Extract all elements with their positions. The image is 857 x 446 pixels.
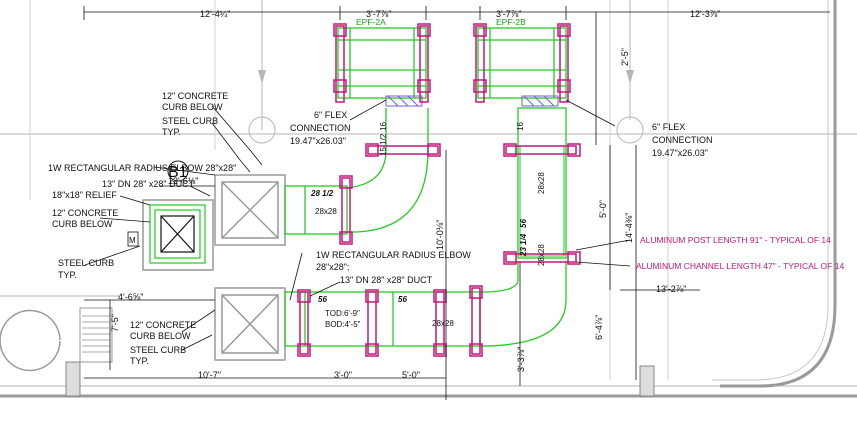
flex-left-3: 19.47"x26.03" [290,136,346,146]
dim-6-4: 6'-4⅞" [594,315,604,340]
flex-right-3: 19.47"x26.03" [652,148,708,158]
duct-56-a: 56 [318,295,327,304]
dim-epf-2a: 3'-7⅞" [366,9,391,19]
duct-28x28-a: 28x28 [315,207,337,216]
epf-2a-tag: EPF-2A [356,17,386,27]
tod-label: TOD:6'-9" [325,309,360,318]
labels: 12'-4¼" 3'-7⅞" 3'-7⅞" 12'-3⅞" EPF-2A EPF… [48,9,844,380]
flex-right-1: 6" FLEX [652,122,685,132]
curb-note-4: TYP. [162,127,181,137]
curb-bot-4: TYP. [130,356,149,366]
dim-right-2-5: 2'-5" [620,48,630,66]
duct-56-b: 56 [398,295,407,304]
flex-right-2: CONNECTION [652,135,713,145]
steel-mid-1: STEEL CURB [58,258,114,268]
steel-mid-2: TYP. [58,270,77,280]
curb-mid-1: 12" CONCRETE [52,208,118,218]
duct-23-14: 23 1/4 [519,233,528,257]
duct-16-left: 16 [379,122,388,131]
grid-tag-b1: B1 [167,160,189,182]
flex-left-1: 6" FLEX [314,110,347,120]
dim-10-7: 10'-7" [198,370,221,380]
curb-note-3: STEEL CURB [162,116,218,126]
svg-text:B1: B1 [168,164,188,181]
epf-2b-tag: EPF-2B [496,17,526,27]
curb-note-1: 12" CONCRETE [162,91,228,101]
duct-56-right: 56 [519,219,528,228]
duct-28x28-b: 28x28 [537,172,546,194]
dim-top-right: 12'-3⅞" [690,9,720,19]
alum-post-note: ALUMINUM POST LENGTH 91" - TYPICAL OF 14 [640,235,831,245]
grid-tag-m: M [127,231,139,247]
dim-top-left: 12'-4¼" [200,9,230,19]
dim-5-0b: 5'-0" [402,370,420,380]
elbow-note-1: 1W RECTANGULAR RADIUS ELBOW 28"x28" [48,163,236,173]
relief-note: 18"x18" RELIEF [52,190,117,200]
dim-12-6: 12'-6⅛" [168,176,198,186]
duct-15-12: 15 1/2 [379,133,388,156]
dim-3-3: 3'-3⅞" [516,347,526,372]
dim-3-0: 3'-0" [334,370,352,380]
dim-5-0: 5'-0" [598,200,608,218]
curb-bot-2: CURB BELOW [130,331,191,341]
elbow-note-2: 1W RECTANGULAR RADIUS ELBOW [316,250,471,260]
duct-28x28-c: 28x28 [537,244,546,266]
supports [297,23,581,357]
duct-note-1: 13" DN 28" x28" DUCT [102,179,195,189]
curb-bot-1: 12" CONCRETE [130,320,196,330]
alum-channel-note: ALUMINUM CHANNEL LENGTH 47" - TYPICAL OF… [636,261,844,271]
relief-hood [149,204,206,264]
duct-16-right: 16 [516,122,525,131]
duct-28x28-d: 28x28 [432,319,454,328]
dim-10-0: 10'-0⅛" [435,220,445,250]
svg-text:M: M [129,236,136,245]
elbow-note-2b: 28"x28"; [316,262,349,272]
duct-28-12: 28 1/2 [310,189,334,198]
curb-note-2: CURB BELOW [162,102,223,112]
duct-note-2: 13" DN 28" x28" DUCT [340,275,433,285]
flex-connections [385,95,559,107]
bod-label: BOD:4'-5" [325,320,361,329]
grid-lines [0,0,857,398]
flex-left-2: CONNECTION [290,123,351,133]
dim-13-2: 13'-2⅞" [656,284,686,294]
dim-4-6: 4'-6⅝" [118,292,143,302]
dim-7-5: 7'-5" [110,314,120,332]
dimension-lines [83,6,830,400]
curb-mid-2: CURB BELOW [52,219,113,229]
curb-bot-3: STEEL CURB [130,345,186,355]
dim-epf-2b: 3'-7⅞" [496,9,521,19]
dim-14-4: 14'-4⅜" [624,213,634,243]
ductwork [284,27,567,347]
